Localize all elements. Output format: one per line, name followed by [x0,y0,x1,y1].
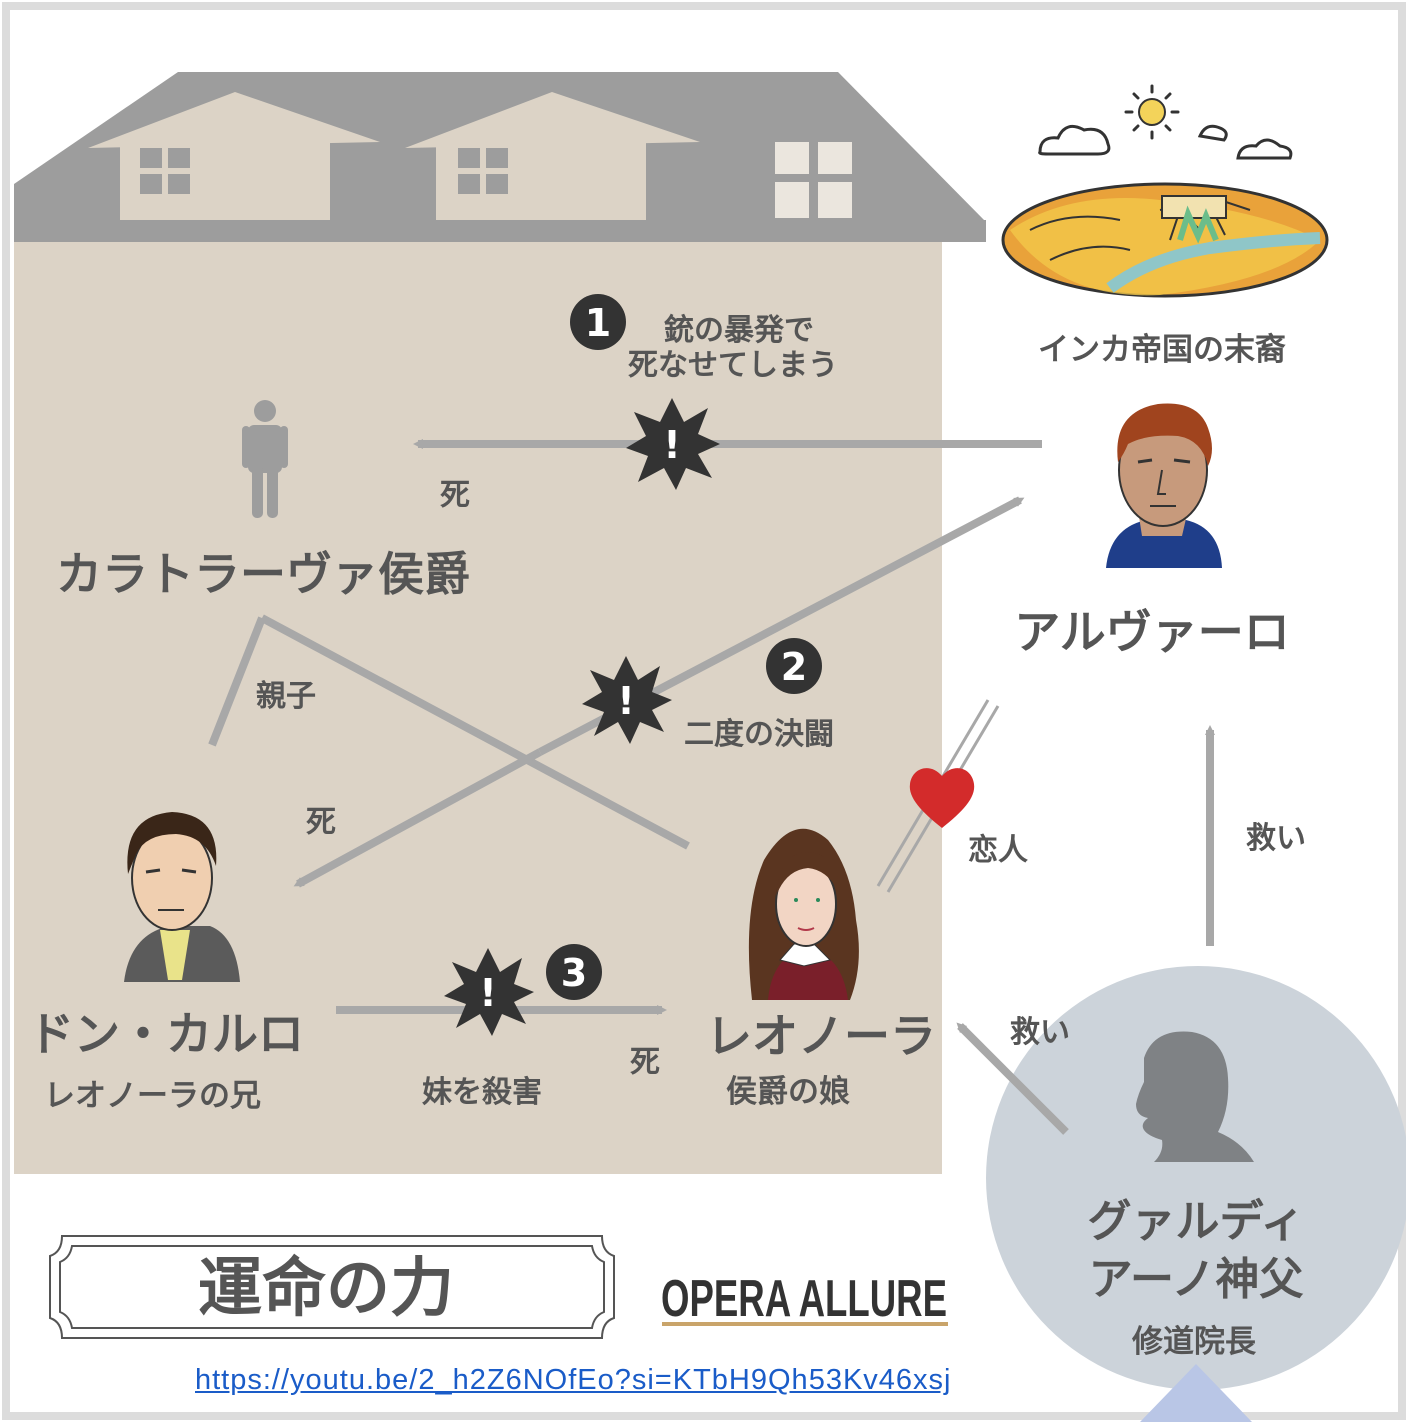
arrow-icon [956,1022,1069,1135]
sun-icon [1124,84,1180,140]
event1-result: 死 [440,478,470,513]
explosion-icon: ! [444,948,534,1036]
pointer-triangle [1140,1364,1252,1422]
alvaro-portrait-icon [1106,403,1222,568]
dormer-window-1 [88,92,380,220]
cloud-icon [1038,124,1111,156]
arrow-icon [293,748,542,888]
carlo-role: レオノーラの兄 [44,1078,261,1114]
brand-underline [662,1322,948,1326]
number-badge-icon: 2 [766,638,822,694]
lovers-label: 恋人 [968,833,1028,868]
save-alvaro-label: 救い [1246,821,1306,856]
alvaro-origin: インカ帝国の末裔 [1038,332,1286,368]
person-icon [242,400,288,518]
event3-result: 死 [630,1045,660,1080]
heart-icon [909,768,975,828]
svg-text:!: ! [663,423,680,467]
event1-label-line1: 銃の暴発で [664,313,814,348]
event2-label: 二度の決闘 [684,717,834,752]
svg-text:!: ! [479,971,496,1015]
cloud-icon [1197,124,1228,142]
guardiano-circle [986,966,1406,1390]
leonora-role: 侯爵の娘 [726,1074,850,1110]
parent-child-line [260,614,690,850]
attic-window [775,142,852,218]
number-badge-icon: 3 [546,944,602,1000]
dormer-window-2 [405,92,700,220]
silhouette-icon [1136,1031,1254,1162]
landscape-icon [1001,84,1329,298]
guardiano-name-line1: グァルディ [1088,1196,1305,1247]
number-badge-icon: 1 [570,294,626,350]
event3-number: 3 [561,951,587,995]
event1-label-line2: 死なせてしまう [628,348,838,383]
guardiano-name-line2: アーノ神父 [1089,1254,1304,1305]
parent-child-label: 親子 [256,679,316,714]
title-box [49,1235,615,1339]
source-link[interactable]: https://youtu.be/2_h2Z6NOfEo?si=KTbH9Qh5… [195,1364,952,1396]
parent-child-line [208,616,266,747]
event2-result: 死 [306,805,336,840]
explosion-icon: ! [626,398,720,490]
svg-text:!: ! [617,679,634,723]
event1-number: 1 [585,301,611,345]
alvaro-name: アルヴァーロ [1014,605,1290,659]
leonora-portrait-icon [748,828,859,1000]
house-body [14,232,942,1174]
save-leonora-label: 救い [1010,1015,1070,1050]
event3-label: 妹を殺害 [422,1075,542,1110]
page-title: 運命の力 [198,1252,454,1326]
brand-logo: OPERA ALLURE [661,1270,947,1328]
leonora-name: レオノーラ [706,1009,936,1063]
carlo-portrait-icon [124,812,240,982]
calatrava-name: カラトラーヴァ侯爵 [56,547,470,601]
explosion-icon: ! [582,656,672,744]
cloud-icon [1236,138,1293,160]
guardiano-role: 修道院長 [1131,1324,1257,1360]
house [14,72,986,1174]
event2-number: 2 [781,645,807,689]
carlo-name: ドン・カルロ [28,1007,304,1061]
